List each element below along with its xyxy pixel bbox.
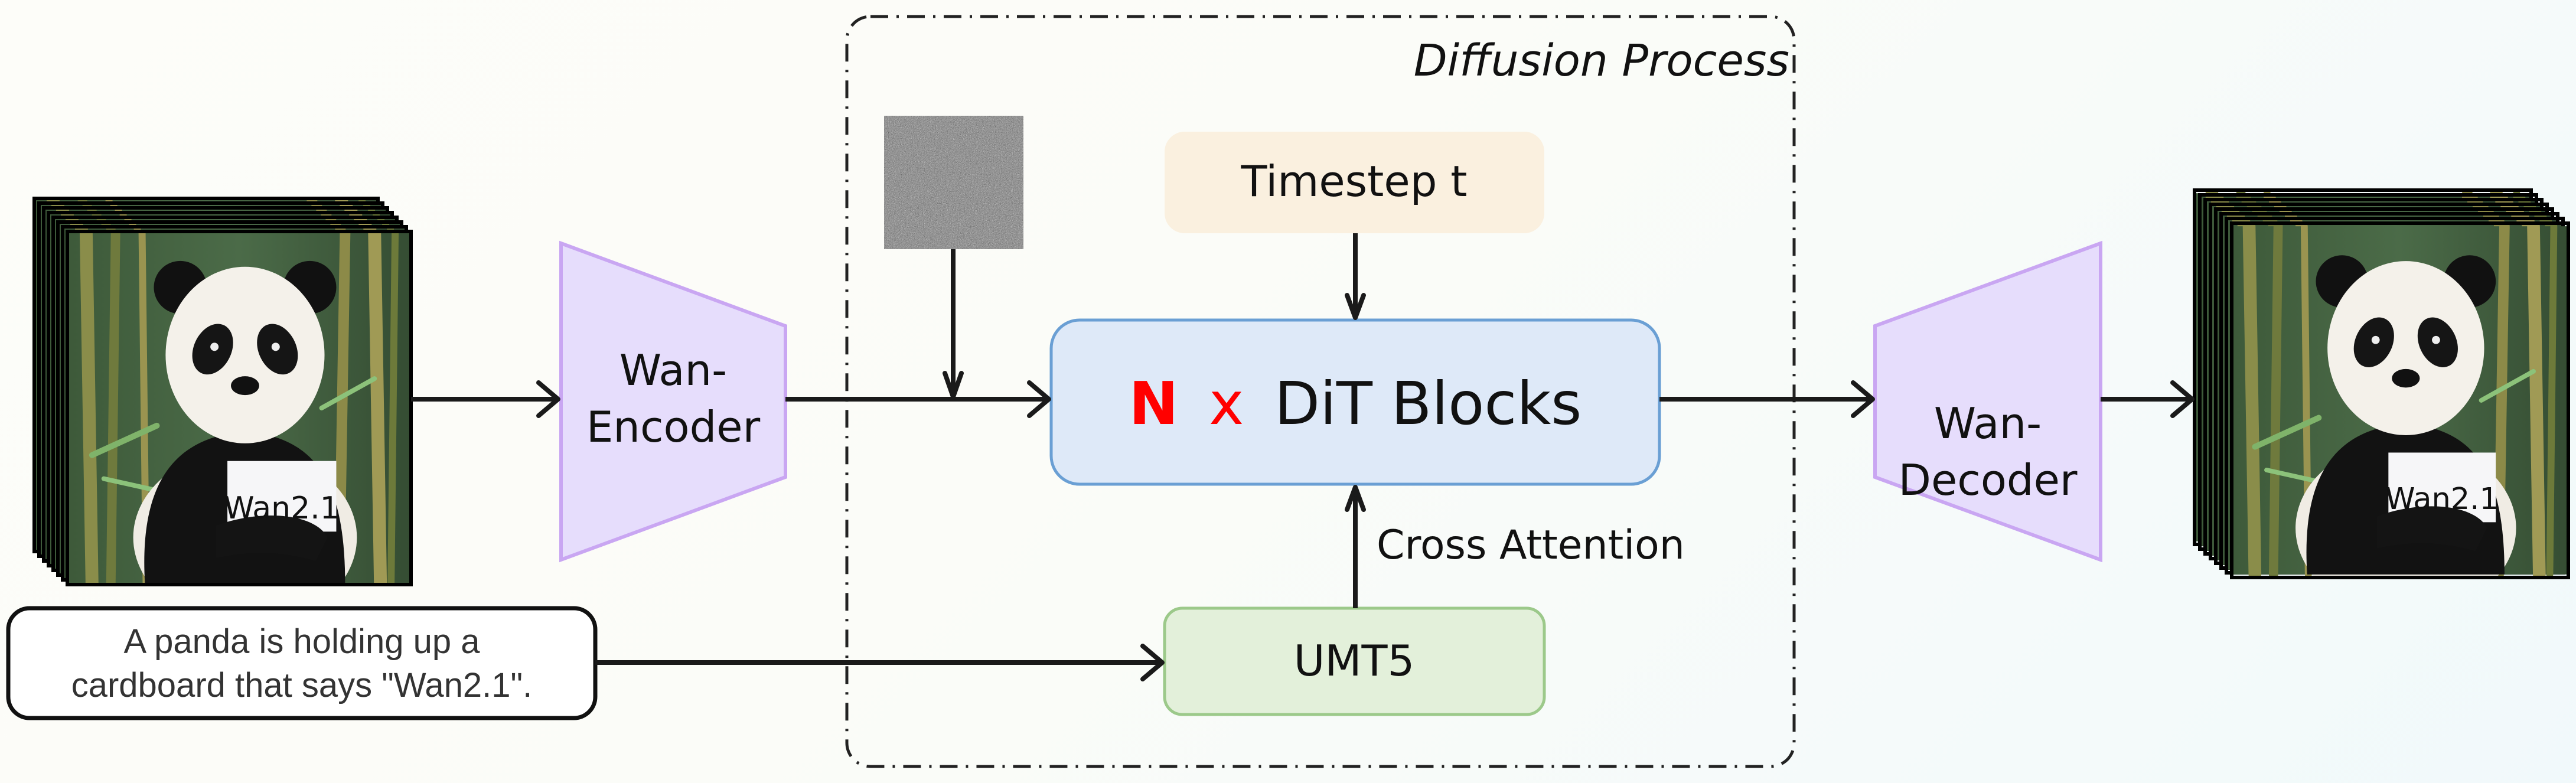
umt5-box: UMT5 <box>1163 606 1546 716</box>
prompt-line2: cardboard that says "Wan2.1". <box>71 666 533 704</box>
dit-multiply-sign: x <box>1209 369 1244 438</box>
arrow-timestep-to-dit <box>1345 233 1366 320</box>
input-sign-text: Wan2.1 <box>224 491 340 526</box>
diffusion-process-label: Diffusion Process <box>1414 35 1789 86</box>
arrow-decoder-to-output <box>2101 380 2195 418</box>
timestep-box: Timestep t <box>1165 132 1544 233</box>
svg-text:N x DiT Blocks: N x DiT Blocks <box>1129 369 1582 438</box>
umt5-label: UMT5 <box>1294 636 1415 686</box>
cross-attention-label: Cross Attention <box>1377 522 1685 569</box>
decoder-label-line2: Decoder <box>1899 455 2078 505</box>
encoder-label-line1: Wan- <box>619 345 727 395</box>
diffusion-process-container: Diffusion Process <box>845 15 1796 768</box>
timestep-label: Timestep t <box>1240 156 1467 206</box>
output-video-frames: Wan2.1 <box>2193 188 2570 579</box>
text-prompt-box: A panda is holding up a cardboard that s… <box>6 606 598 720</box>
output-video-frame <box>2230 221 2570 579</box>
input-video-frames: Wan2.1 <box>32 197 413 586</box>
prompt-line1: A panda is holding up a <box>123 622 480 661</box>
dit-n-count: N <box>1129 369 1179 438</box>
arrow-dit-to-decoder <box>1659 380 1875 418</box>
wan-decoder: Wan- Decoder <box>1873 240 2102 563</box>
noise-image <box>884 116 1023 249</box>
decoder-label-line1: Wan- <box>1934 399 2042 448</box>
arrow-encoder-to-dit <box>785 380 1051 418</box>
output-sign-text: Wan2.1 <box>2385 482 2499 517</box>
arrow-umt5-to-dit <box>1345 485 1366 608</box>
encoder-label-line2: Encoder <box>586 402 761 452</box>
dit-blocks-label: DiT Blocks <box>1274 369 1582 438</box>
wan-encoder: Wan- Encoder <box>559 240 787 563</box>
input-video-frame <box>66 230 413 586</box>
arrow-noise-to-latent <box>943 249 964 399</box>
arrow-prompt-to-umt5 <box>595 644 1165 681</box>
arrow-input-to-encoder <box>411 380 560 418</box>
dit-blocks-box: N x DiT Blocks <box>1049 318 1661 486</box>
